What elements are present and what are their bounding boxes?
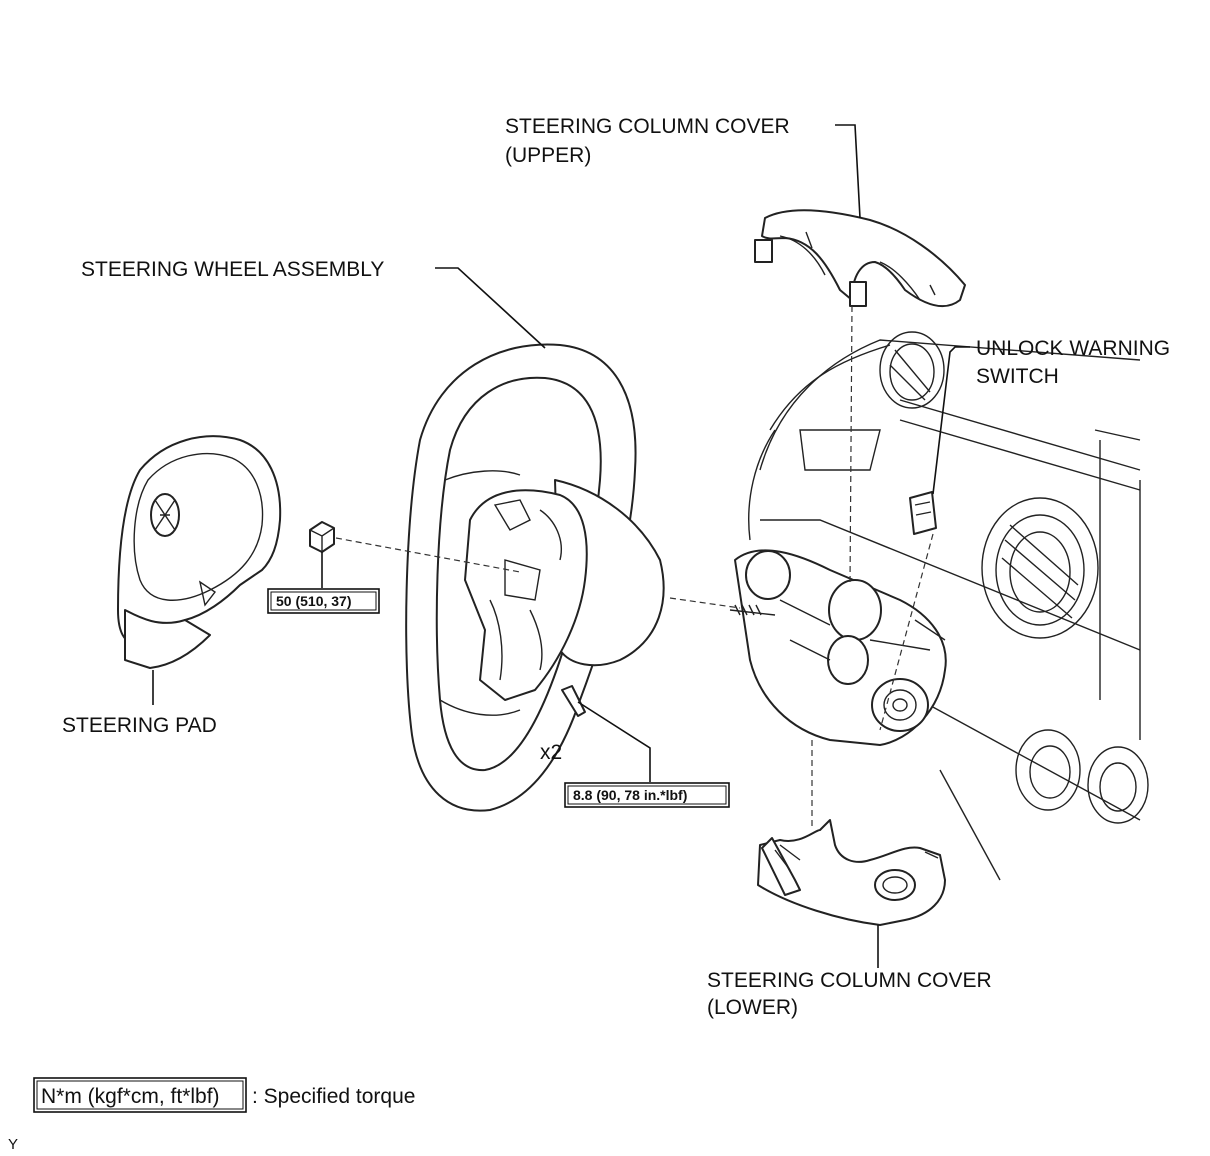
steering-pad	[117, 435, 282, 669]
label-column-cover-lower-line2: (LOWER)	[707, 996, 798, 1019]
steering-column-assembly	[729, 549, 947, 746]
label-column-cover-upper-line1: STEERING COLUMN COVER	[505, 115, 790, 138]
torque-box-nut	[267, 588, 380, 614]
torque-box-nut-inner	[270, 591, 377, 611]
label-unlock-switch-line2: SWITCH	[976, 365, 1059, 388]
label-column-cover-lower-line1: STEERING COLUMN COVER	[707, 969, 992, 992]
label-steering-pad: STEERING PAD	[62, 714, 217, 737]
leader-lines	[152, 124, 970, 968]
label-unlock-switch-line1: UNLOCK WARNING	[976, 337, 1170, 360]
steering-column-cover-lower	[757, 819, 946, 926]
alignment-lines	[335, 305, 934, 830]
steering-wheel-nut	[309, 521, 335, 553]
torque-value-nut: 50 (510, 37)	[276, 593, 352, 609]
unlock-warning-switch	[909, 491, 937, 535]
legend-box-inner	[36, 1080, 244, 1110]
legend-description: : Specified torque	[252, 1085, 415, 1108]
steering-column-cover-upper	[754, 209, 966, 308]
torque-value-bolt: 8.8 (90, 78 in.*lbf)	[573, 787, 687, 803]
legend-unit-text: N*m (kgf*cm, ft*lbf)	[41, 1085, 220, 1108]
label-steering-wheel: STEERING WHEEL ASSEMBLY	[81, 258, 384, 281]
torque-box-bolt-inner	[567, 785, 727, 805]
steering-wheel-assembly	[405, 343, 665, 812]
figure-id: Y	[8, 1136, 18, 1153]
label-column-cover-upper-line2: (UPPER)	[505, 144, 591, 167]
legend-box	[33, 1077, 247, 1113]
torque-box-bolt	[564, 782, 730, 808]
label-bolt-quantity: x2	[540, 741, 562, 764]
